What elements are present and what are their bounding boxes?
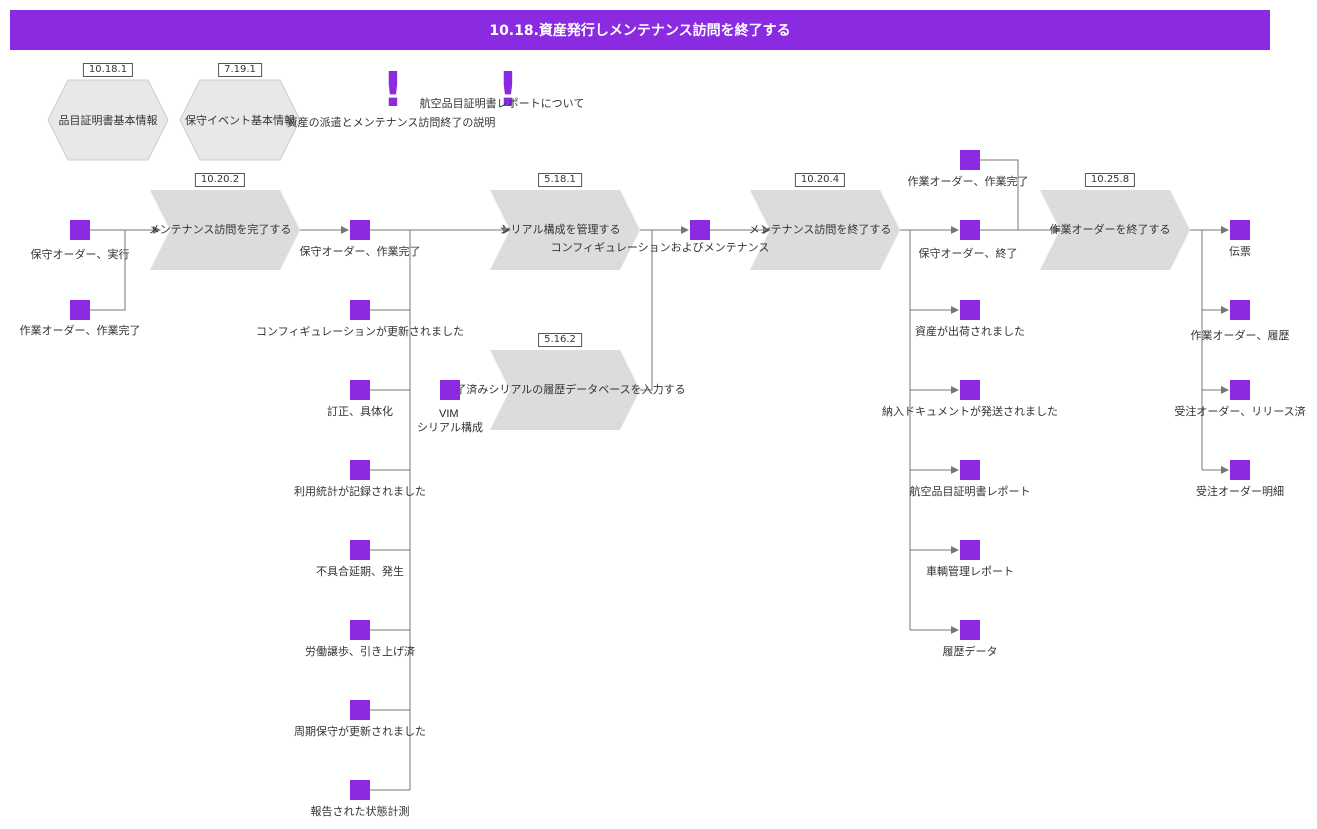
- process-id: 5.18.1: [538, 173, 582, 187]
- event-node[interactable]: [690, 220, 710, 240]
- process-label: メンテナンス訪問を完了する: [148, 223, 292, 236]
- event-label: 利用統計が記録されました: [294, 485, 426, 498]
- note-label: 資産の派遣とメンテナンス訪問終了の説明: [286, 116, 496, 129]
- event-label: 履歴データ: [942, 645, 998, 658]
- event-label: 保守オーダー、実行: [30, 248, 130, 261]
- hexagon-id: 7.19.1: [218, 63, 262, 77]
- process-label: シリアル構成を管理する: [499, 223, 621, 236]
- event-node[interactable]: [70, 300, 90, 320]
- event-label: 車輌管理レポート: [926, 565, 1014, 578]
- event-label: 伝票: [1229, 245, 1251, 258]
- event-node[interactable]: [350, 620, 370, 640]
- event-label: 訂正、具体化: [327, 405, 393, 418]
- hexagon-7-19-1[interactable]: [179, 79, 301, 161]
- event-node[interactable]: [960, 380, 980, 400]
- event-label: コンフィギュレーションおよびメンテナンス: [550, 241, 770, 254]
- event-node[interactable]: [1230, 220, 1250, 240]
- event-label: 資産が出荷されました: [915, 325, 1025, 338]
- event-node[interactable]: [350, 300, 370, 320]
- process-10-20-4[interactable]: [750, 190, 900, 270]
- event-node[interactable]: [350, 380, 370, 400]
- hexagon-id: 10.18.1: [82, 63, 134, 77]
- event-node[interactable]: [350, 700, 370, 720]
- event-node[interactable]: [350, 540, 370, 560]
- hexagon-label: 保守イベント基本情報: [185, 114, 295, 127]
- event-node[interactable]: [70, 220, 90, 240]
- event-label: 受注オーダー、リリース済: [1174, 405, 1306, 418]
- hexagon-label: 品目証明書基本情報: [58, 114, 158, 127]
- event-label: 作業オーダー、履歴: [1190, 329, 1290, 342]
- system-name: VIM: [439, 408, 459, 420]
- system-node[interactable]: [440, 380, 460, 400]
- event-node[interactable]: [960, 460, 980, 480]
- process-10-25-8[interactable]: [1040, 190, 1190, 270]
- event-label: 報告された状態計測: [310, 805, 410, 818]
- event-node[interactable]: [960, 620, 980, 640]
- event-node[interactable]: [1230, 300, 1250, 320]
- process-5-16-2[interactable]: [490, 350, 640, 430]
- event-label: 保守オーダー、終了: [918, 247, 1018, 260]
- event-node[interactable]: [350, 780, 370, 800]
- process-id: 10.20.2: [194, 173, 246, 187]
- process-id: 10.20.4: [794, 173, 846, 187]
- process-label: 完了済みシリアルの履歴データベースを入力する: [444, 383, 686, 396]
- connectors: [90, 159, 1229, 791]
- event-label: 周期保守が更新されました: [294, 725, 426, 738]
- event-node[interactable]: [1230, 460, 1250, 480]
- event-node[interactable]: [960, 150, 980, 170]
- note-label: 航空品目証明書レポートについて: [419, 97, 585, 110]
- hexagon-10-18-1[interactable]: [47, 79, 169, 161]
- diagram-title: 10.18.資産発行しメンテナンス訪問を終了する: [10, 10, 1270, 50]
- process-label: メンテナンス訪問を終了する: [748, 223, 892, 236]
- event-node[interactable]: [350, 220, 370, 240]
- event-label: 受注オーダー明細: [1196, 485, 1284, 498]
- process-id: 10.25.8: [1084, 173, 1136, 187]
- event-node[interactable]: [960, 540, 980, 560]
- event-node[interactable]: [1230, 380, 1250, 400]
- event-label: 納入ドキュメントが発送されました: [882, 405, 1058, 418]
- event-label: 作業オーダー、作業完了: [907, 175, 1029, 188]
- process-id: 5.16.2: [538, 333, 582, 347]
- event-label: 航空品目証明書レポート: [909, 485, 1031, 498]
- exclamation-icon[interactable]: !: [497, 62, 519, 118]
- exclamation-icon[interactable]: !: [382, 62, 404, 118]
- event-label: 不具合延期、発生: [316, 565, 404, 578]
- process-10-20-2[interactable]: [150, 190, 300, 270]
- event-node[interactable]: [350, 460, 370, 480]
- event-label: 作業オーダー、作業完了: [19, 324, 141, 337]
- event-label: 労働譲歩、引き上げ済: [305, 645, 415, 658]
- event-node[interactable]: [960, 300, 980, 320]
- event-label: 保守オーダー、作業完了: [299, 245, 421, 258]
- process-5-18-1[interactable]: [490, 190, 640, 270]
- process-label: 作業オーダーを終了する: [1049, 223, 1171, 236]
- system-label: シリアル構成: [417, 421, 483, 434]
- event-label: コンフィギュレーションが更新されました: [255, 325, 465, 338]
- event-node[interactable]: [960, 220, 980, 240]
